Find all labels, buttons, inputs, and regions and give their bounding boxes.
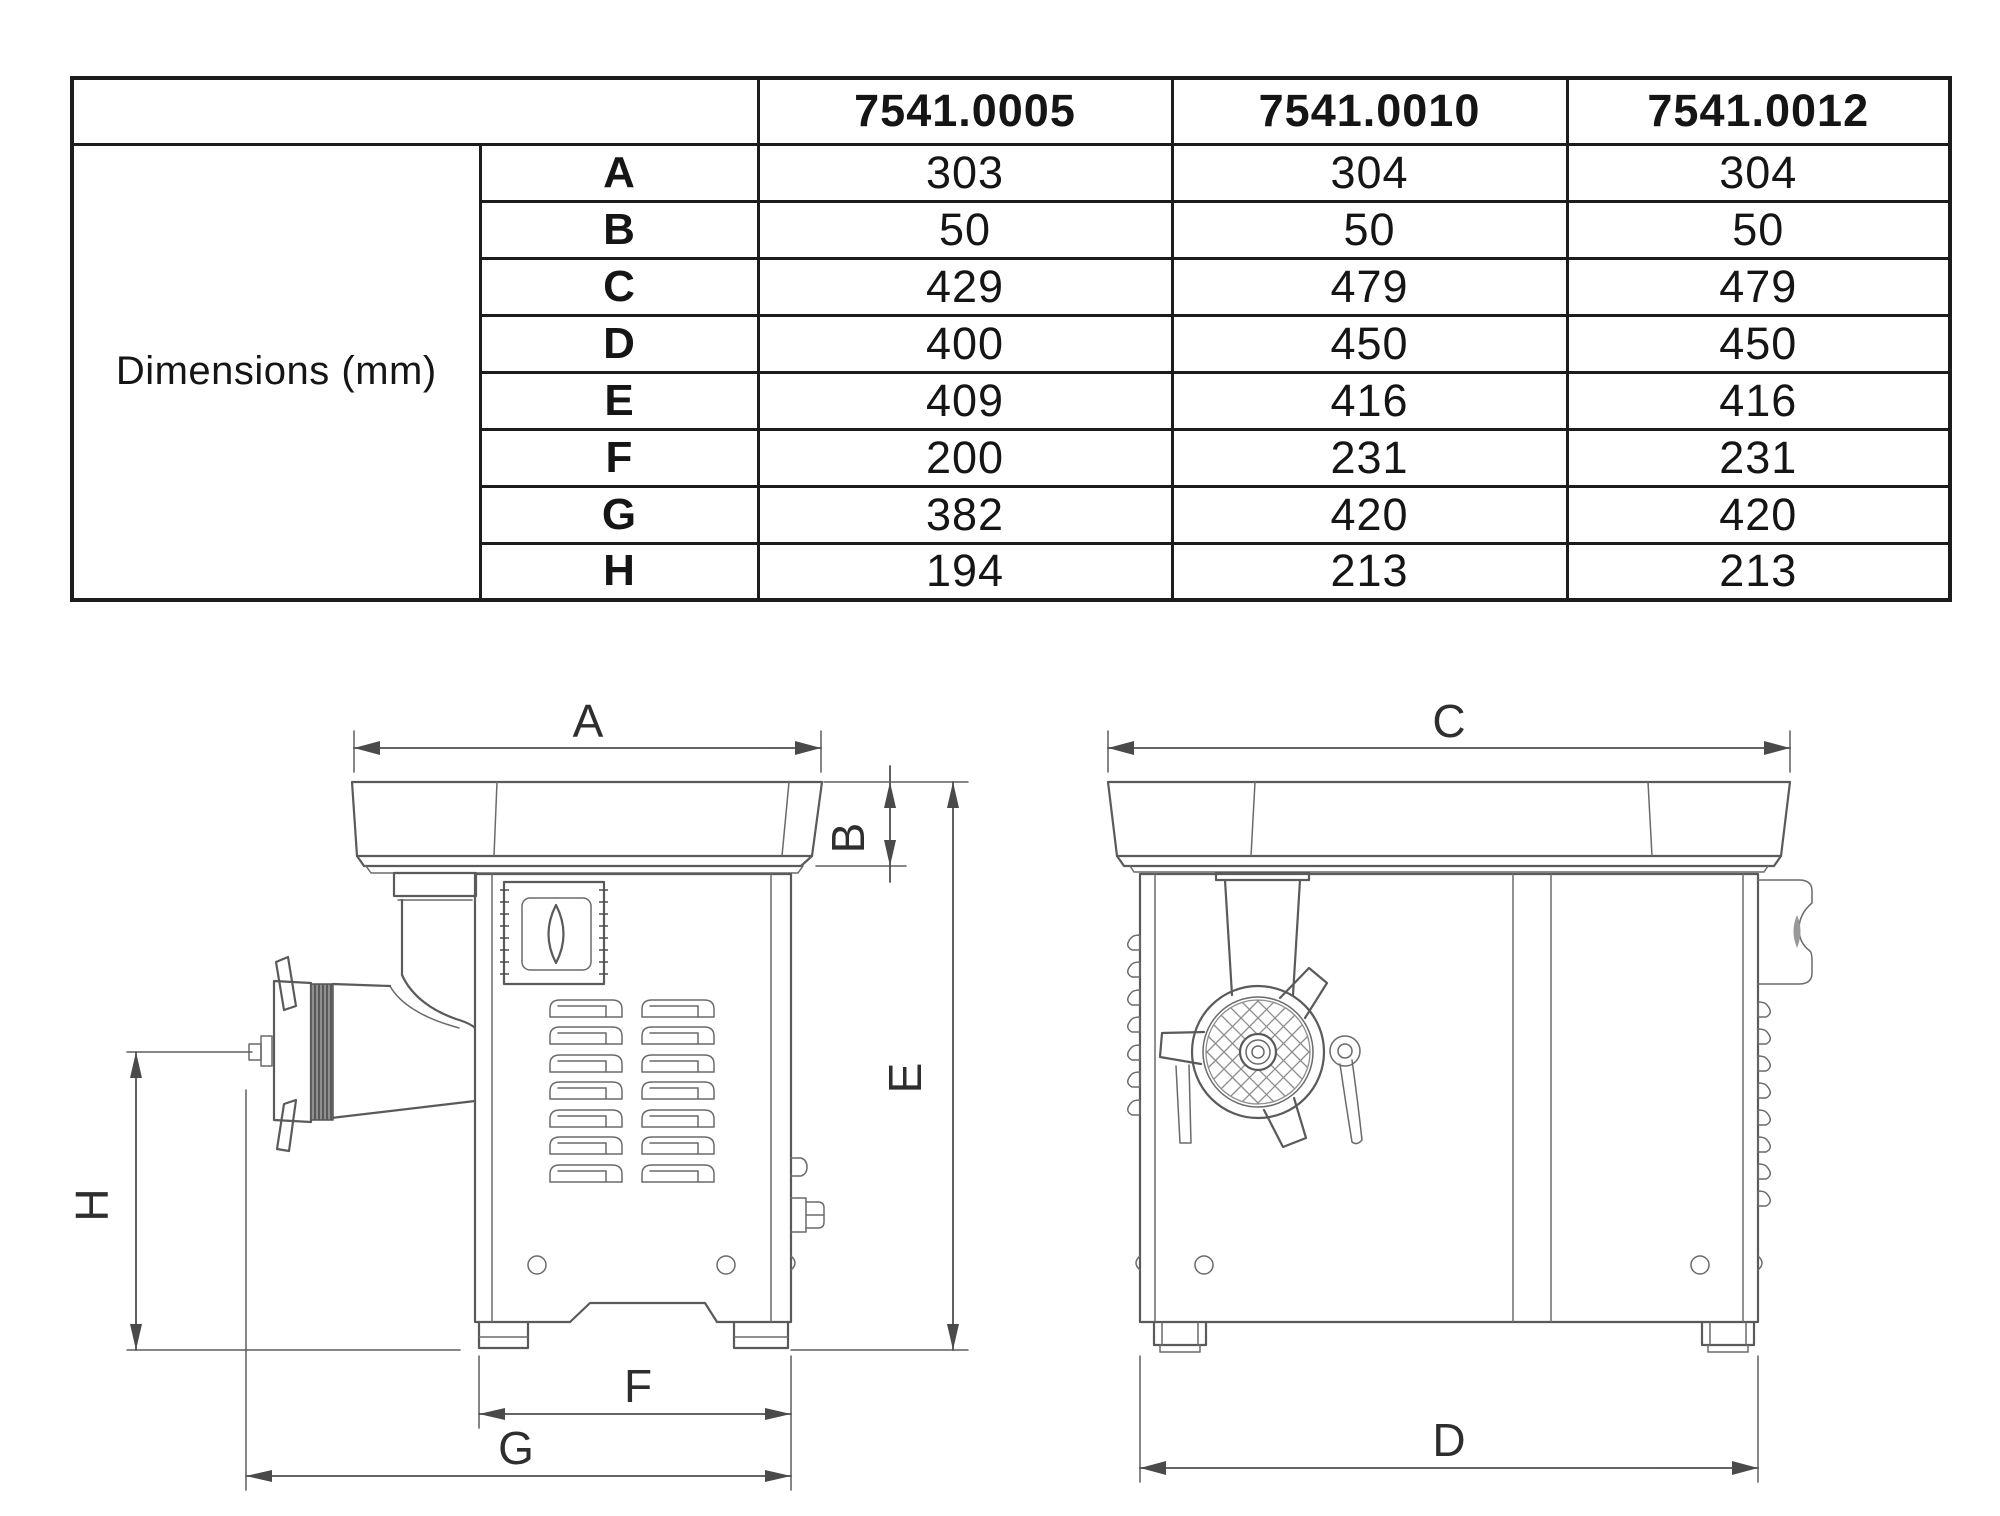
table-cell: 213 [1170,541,1569,602]
dimension-C: C [1107,695,1791,773]
dim-letter: A [478,142,760,203]
table-cell: 50 [756,199,1174,260]
table-cell: 420 [1170,484,1569,545]
dim-letter: D [478,313,760,374]
table-cell: 50 [1170,199,1569,260]
vent-louvers [549,999,715,1183]
front-view-drawing: C D [1106,695,1813,1483]
table-cell: 416 [1170,370,1569,431]
cable-gland [790,1157,825,1271]
table-corner-cell [70,76,760,146]
dim-label-b: B [822,823,874,854]
model-column-7541-0012: 7541.0012 [1565,76,1952,146]
locking-ring-wings [1158,966,1329,1149]
dimension-D: D [1139,1355,1759,1483]
front-tray [1106,780,1792,873]
table-cell: 303 [756,142,1174,203]
table-row: Dimensions (mm) A 303 304 304 [70,142,1952,602]
table-row: E 409 416 416 [72,370,1952,431]
table-row: F 200 231 231 [72,427,1952,488]
table-cell: 420 [1565,484,1952,545]
side-body [473,872,793,1324]
dimension-G: G [245,1089,792,1491]
row-group-label: Dimensions (mm) [70,142,482,602]
table-cell: 416 [1565,370,1952,431]
table-cell: 200 [756,427,1174,488]
dimensions-table: 7541.0005 7541.0010 7541.0012 Dimensions… [70,76,1952,602]
table-header-row: 7541.0005 7541.0010 7541.0012 [70,76,1952,146]
dim-letter: G [478,484,760,545]
table-cell: 50 [1565,199,1952,260]
end-knob-icon [260,1035,273,1067]
table-cell: 194 [756,541,1174,602]
dim-label-f: F [624,1360,652,1412]
screw-hole-icon [1690,1255,1710,1275]
dim-label-h: H [66,1188,118,1221]
table-row: D 400 450 450 [72,313,1952,374]
table-cell: 429 [756,256,1174,317]
table-cell: 231 [1170,427,1569,488]
dim-letter: C [478,256,760,317]
dim-letter: B [478,199,760,260]
dimension-E: E [790,781,969,1351]
dim-label-d: D [1432,1414,1465,1466]
table-cell: 382 [756,484,1174,545]
switch-knob-icon [547,903,565,965]
table-cell: 409 [756,370,1174,431]
table-cell: 400 [756,313,1174,374]
power-switch [500,880,608,986]
screw-hole-icon [527,1255,547,1275]
table-row: B 50 50 50 [72,199,1952,260]
dim-label-e: E [879,1063,931,1094]
grinder-head-front [1158,966,1363,1149]
model-column-7541-0010: 7541.0010 [1170,76,1569,146]
grinder-head-side [248,871,478,1153]
front-edge-louvers [1126,934,1772,1207]
dimension-F: F [478,1355,792,1491]
table-cell: 450 [1170,313,1569,374]
dimension-A: A [353,695,822,773]
table-cell: 450 [1565,313,1952,374]
feed-tube-front [1214,871,1311,997]
table-cell: 479 [1170,256,1569,317]
dim-label-a: A [573,695,604,747]
table-row: G 382 420 420 [72,484,1952,545]
table-cell: 479 [1565,256,1952,317]
table-cell: 213 [1565,541,1952,602]
wing-nut-blade-icon [274,955,298,1012]
dim-letter: E [478,370,760,431]
table-cell: 231 [1565,427,1952,488]
dim-label-g: G [498,1422,534,1474]
front-body [1135,872,1763,1324]
dim-label-c: C [1432,695,1465,747]
screw-hole-icon [1194,1255,1214,1275]
dimension-H: H [66,1051,461,1351]
dim-letter: F [478,427,760,488]
dim-letter: H [478,541,760,602]
front-feet [1152,1320,1756,1353]
table-cell: 304 [1170,142,1569,203]
table-row: H 194 213 213 [72,541,1952,602]
table-row: C 429 479 479 [72,256,1952,317]
side-view-drawing: A B E H [66,695,969,1491]
side-tray [350,780,824,874]
screw-hole-icon [716,1255,736,1275]
handle-levers [1175,1035,1363,1145]
table-cell: 304 [1565,142,1952,203]
side-bracket [1757,879,1813,985]
model-column-7541-0005: 7541.0005 [756,76,1174,146]
dimension-B: B [815,765,907,883]
side-feet [477,1320,790,1350]
wing-nut-blade-icon [275,1098,298,1153]
